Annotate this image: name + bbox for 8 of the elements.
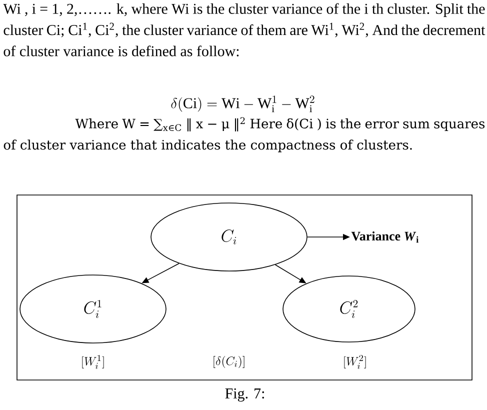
variance-label: $[W_i^1]$ [82, 354, 104, 369]
paragraph: Wi , i = 1, 2,……. k, where Wi is the cluster variance of the i th cluster. Split the cluster Ci; Ci$^{1}$, Ci$^{2}$, the cluster variance of them are Wi$^{1}$, Wi$^{2}$, And the decrement of cluster variance is defined as follow: [3, 3, 486, 56]
variance-label: $[W_i^2]$ [344, 354, 366, 369]
figure-caption: Fig. 7: [225, 388, 264, 402]
formula: $\delta(\mathrm{Ci}) = \mathrm{Wi} - \mathrm{W}_\mathrm{i}^1 - \mathrm{W}_\mathrm{i}^2$ [171, 96, 314, 112]
variance-label: Variance W$_{i}$ [351, 231, 419, 243]
paragraph: Where W = ∑$_{x∈C}$ ‖ x − μ ‖$^{2}$ Here δ(Ci ) is the error sum squares of cluster variance that indicates the compactness of clusters. [4, 117, 485, 152]
variance-label: $[\delta(C_i)]$ [214, 356, 244, 368]
